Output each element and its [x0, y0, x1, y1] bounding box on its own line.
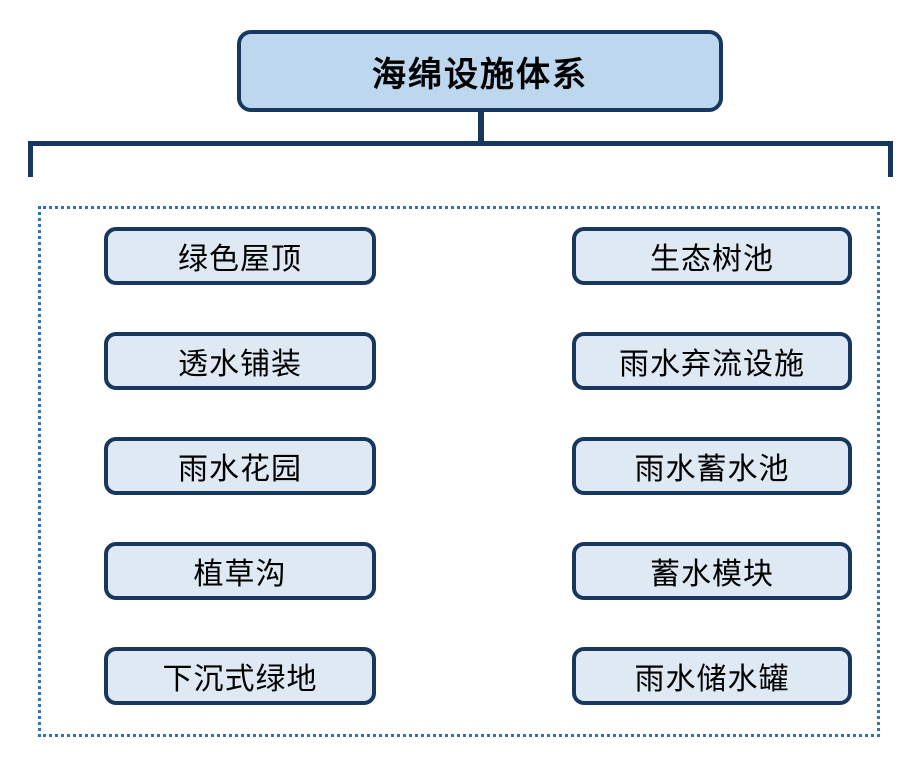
connector-stem	[478, 112, 484, 144]
node-sunken-green-space: 下沉式绿地	[104, 647, 376, 705]
node-green-roof: 绿色屋顶	[104, 227, 376, 285]
connector-right-tick	[888, 141, 893, 177]
diagram-title-node: 海绵设施体系	[237, 30, 723, 112]
node-ecological-tree-pit: 生态树池	[572, 227, 852, 285]
node-rainwater-storage-tank: 雨水储水罐	[572, 647, 852, 705]
node-permeable-paving: 透水铺装	[104, 332, 376, 390]
node-rainwater-diversion-facility: 雨水弃流设施	[572, 332, 852, 390]
connector-left-tick	[28, 141, 33, 177]
connector-horizontal-line	[28, 141, 893, 146]
node-rain-garden: 雨水花园	[104, 437, 376, 495]
facility-group-container	[38, 206, 880, 737]
node-rainwater-storage-pool: 雨水蓄水池	[572, 437, 852, 495]
node-grass-swale: 植草沟	[104, 542, 376, 600]
node-storage-module: 蓄水模块	[572, 542, 852, 600]
